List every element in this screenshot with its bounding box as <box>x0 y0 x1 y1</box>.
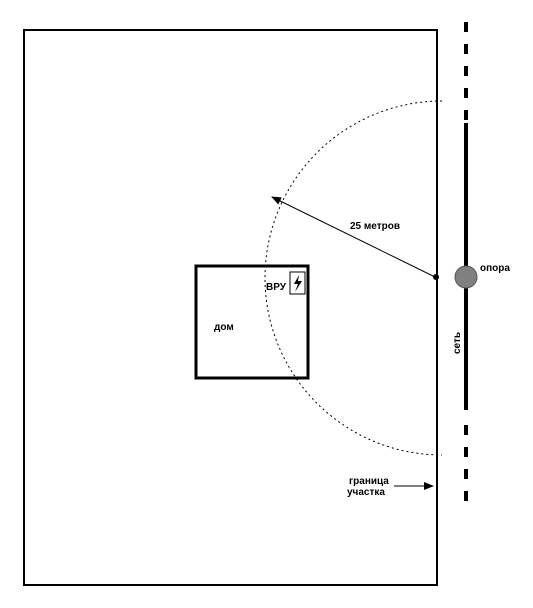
radius-arc <box>264 100 443 456</box>
pole-label: опора <box>480 263 510 274</box>
boundary-label-line1: граница <box>349 476 389 487</box>
network-label: сеть <box>452 332 463 354</box>
connection-point <box>433 274 439 280</box>
radius-arrow <box>271 196 436 278</box>
pole <box>454 265 478 289</box>
lightning-icon <box>294 275 302 292</box>
boundary-label-line2: участка <box>347 487 385 498</box>
house <box>194 264 310 380</box>
house-label: дом <box>214 322 234 333</box>
vru-label: ВРУ <box>266 282 287 293</box>
radius-label: 25 метров <box>350 221 400 232</box>
plot-boundary <box>23 29 438 586</box>
